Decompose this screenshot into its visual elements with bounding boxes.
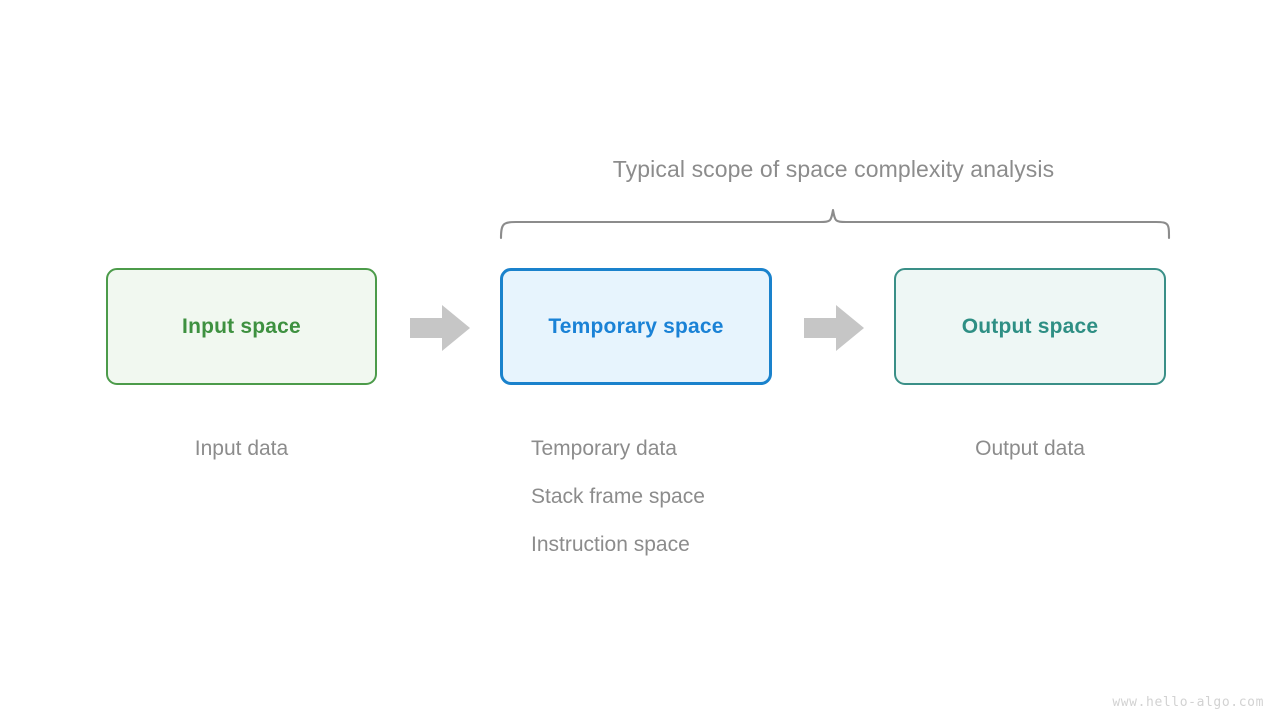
arrow-right-icon xyxy=(804,305,864,351)
caption-line: Input data xyxy=(194,437,289,460)
caption-line: Stack frame space xyxy=(531,485,705,508)
box-temporary-space[interactable]: Temporary space xyxy=(500,268,772,385)
caption-input-column: Input data xyxy=(106,425,377,473)
caption-line: Output data xyxy=(975,437,1085,460)
caption-temporary-column: Temporary data Stack frame space Instruc… xyxy=(531,425,705,569)
scope-title: Typical scope of space complexity analys… xyxy=(612,156,1055,182)
caption-output-column: Output data xyxy=(894,425,1166,473)
scope-brace-icon xyxy=(499,208,1171,240)
box-output-space[interactable]: Output space xyxy=(894,268,1166,385)
watermark: www.hello-algo.com xyxy=(1112,695,1264,710)
box-temporary-space-label: Temporary space xyxy=(548,314,724,338)
box-output-space-label: Output space xyxy=(961,314,1099,338)
arrow-right-icon xyxy=(410,305,470,351)
box-input-space[interactable]: Input space xyxy=(106,268,377,385)
box-input-space-label: Input space xyxy=(182,314,301,338)
caption-line: Instruction space xyxy=(531,533,690,556)
caption-line: Temporary data xyxy=(531,437,677,460)
